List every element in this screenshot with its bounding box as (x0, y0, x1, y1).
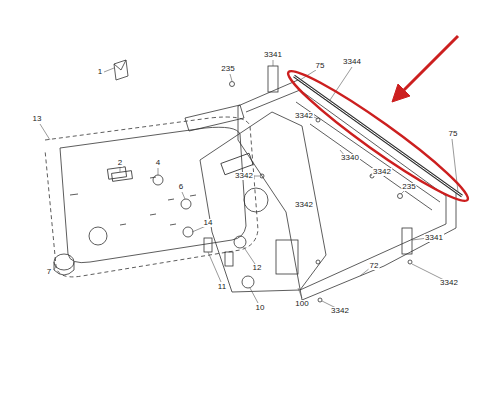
end-cap (268, 66, 278, 92)
callout-number: 75 (448, 130, 459, 138)
label-tag (114, 60, 128, 80)
knob (54, 254, 74, 270)
callout-number: 1 (97, 68, 103, 76)
callout-number: 100 (294, 300, 309, 308)
knob-side (54, 262, 74, 275)
lens (112, 171, 133, 182)
switch (183, 227, 193, 237)
callout-number: 235 (401, 183, 416, 191)
callout-number: 13 (32, 115, 43, 123)
label-tag-fold (114, 60, 126, 70)
callout-number: 7 (46, 268, 52, 276)
callout-number: 3340 (340, 154, 360, 162)
board-encoder (244, 188, 268, 212)
board-connector (276, 240, 298, 274)
screw (398, 194, 403, 199)
screw (230, 82, 235, 87)
callout-number: 2 (117, 159, 123, 167)
trim-rod (294, 76, 462, 196)
highlight-arrowhead (392, 84, 410, 102)
callout-number: 4 (155, 159, 161, 167)
callout-number: 14 (203, 219, 214, 227)
switch (242, 276, 254, 288)
callout-number: 3342 (234, 172, 254, 180)
callout-number: 235 (220, 65, 235, 73)
callout-number: 3342 (439, 279, 459, 287)
switch (204, 238, 212, 252)
highlight-ellipse (280, 61, 475, 212)
switch (153, 175, 163, 185)
callout-number: 3342 (330, 307, 350, 315)
control-board (200, 112, 326, 292)
switch (225, 252, 233, 266)
callout-number: 3342 (372, 168, 392, 176)
callout-number: 3341 (424, 234, 444, 242)
highlight-arrow (398, 36, 458, 96)
callout-number: 3342 (294, 201, 314, 209)
leader-lines (40, 60, 458, 308)
screw (260, 174, 264, 178)
screw (318, 298, 322, 302)
callout-number: 3341 (263, 51, 283, 59)
console-panel (45, 117, 258, 277)
frame-inner (246, 90, 446, 290)
callout-number: 12 (252, 264, 263, 272)
screw (316, 260, 320, 264)
callout-number: 75 (315, 62, 326, 70)
callout-number: 6 (178, 183, 184, 191)
shield (185, 105, 244, 131)
callout-number: 3342 (294, 112, 314, 120)
end-cap (402, 228, 412, 254)
frame-ribs (296, 102, 440, 210)
switch (234, 236, 246, 248)
button-holes (70, 177, 196, 225)
screw (408, 260, 412, 264)
trim-rod-core (294, 76, 462, 196)
callout-number: 11 (217, 283, 227, 291)
dial-ring (89, 227, 107, 245)
callout-number: 10 (255, 304, 266, 312)
callout-number: 3344 (342, 58, 362, 66)
switch (181, 199, 191, 209)
callout-number: 72 (369, 262, 380, 270)
